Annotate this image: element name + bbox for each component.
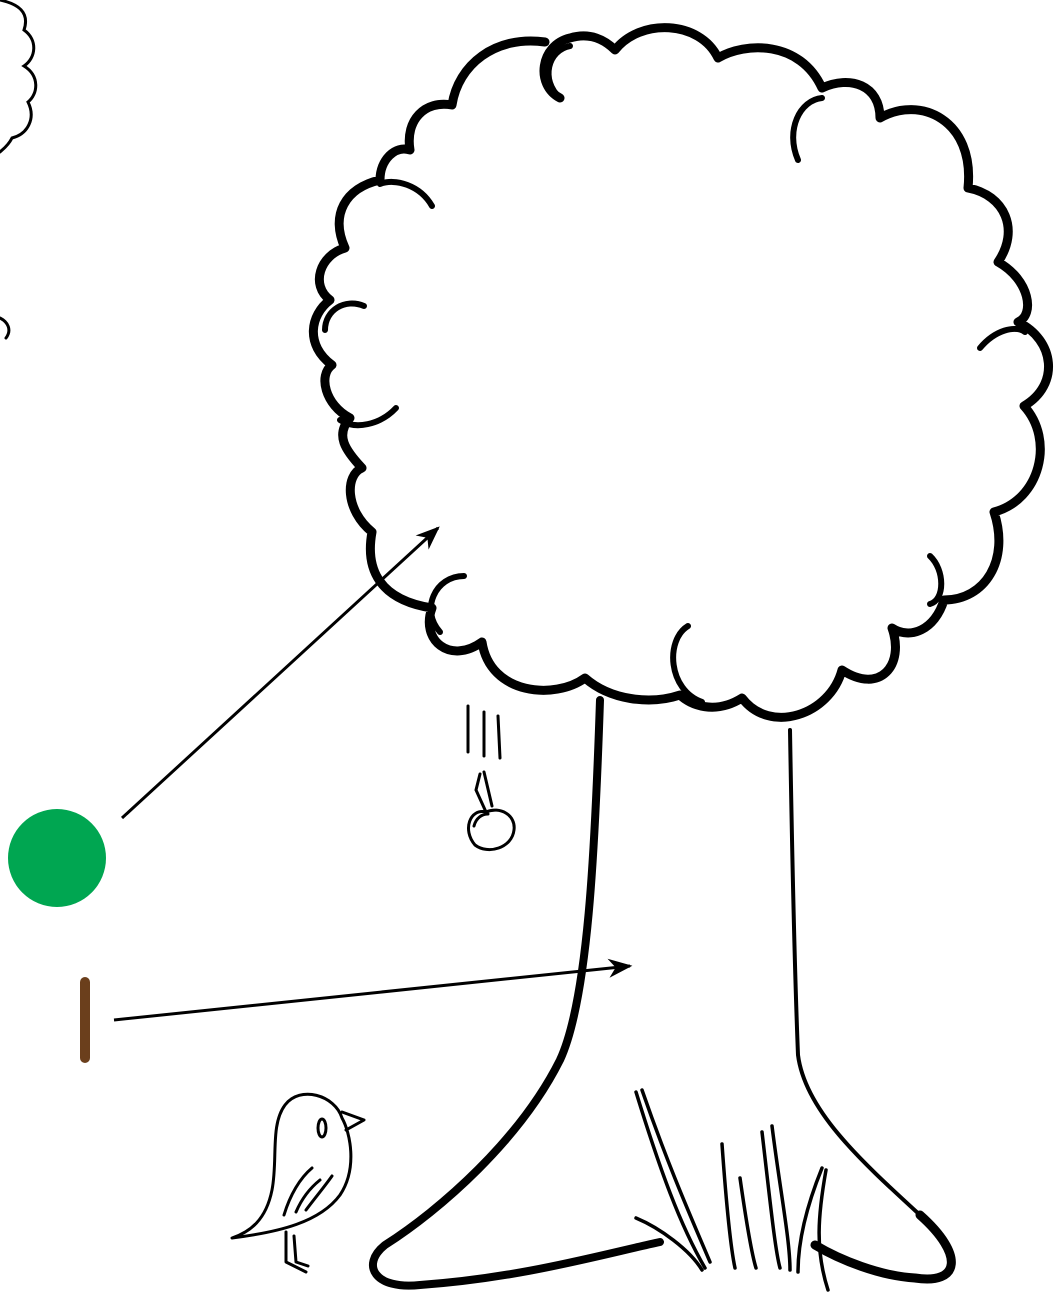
leaf-pointer-arrow xyxy=(122,528,438,818)
partial-tree-left-edge xyxy=(0,0,36,338)
tree-crown xyxy=(313,28,1048,718)
tree-trunk xyxy=(373,700,951,1286)
tree-crown-curls xyxy=(325,46,1025,702)
trunk-pointer-arrow xyxy=(114,966,630,1020)
leaf-marker xyxy=(8,809,106,907)
bird xyxy=(232,1094,364,1272)
falling-cherry xyxy=(468,706,514,850)
grass xyxy=(636,1090,828,1290)
